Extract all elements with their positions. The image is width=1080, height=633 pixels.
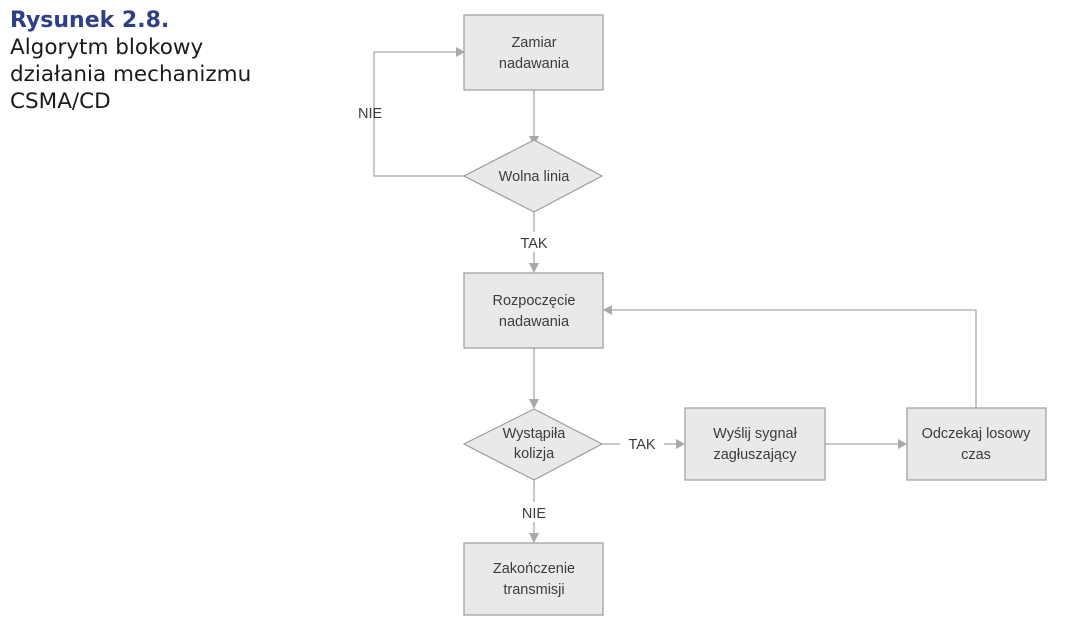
arrowhead-rozpoczecie-loop xyxy=(603,305,612,315)
node-kolizja: Wystąpiła kolizja xyxy=(462,408,604,481)
edge-label-kolizja-tak: TAK xyxy=(628,437,655,453)
node-sygnal-line1: Wyślij sygnał xyxy=(713,426,797,442)
node-sygnal: Wyślij sygnał zagłuszający xyxy=(684,407,826,481)
node-odczekaj-line1: Odczekaj losowy xyxy=(922,426,1032,442)
arrowhead-rozpoczecie xyxy=(529,263,539,273)
node-wolna-shape xyxy=(462,139,604,213)
node-zamiar-line1: Zamiar xyxy=(511,35,556,51)
node-odczekaj-line2: czas xyxy=(961,447,991,463)
node-wolna-line1: Wolna linia xyxy=(499,169,571,185)
figure-number: Rysunek 2.8. xyxy=(10,8,170,33)
node-zamiar: Zamiar nadawania xyxy=(463,14,604,91)
node-rozpoczecie-line1: Rozpoczęcie xyxy=(492,293,575,309)
arrowhead-odczekaj xyxy=(898,439,907,449)
node-wolna: Wolna linia xyxy=(462,139,604,213)
figure-title: Algorytm blokowy działania mechanizmu CS… xyxy=(10,35,252,114)
node-zakonczenie: Zakończenie transmisji xyxy=(463,542,604,616)
edge-odczekaj-loop xyxy=(611,309,977,408)
node-rozpoczecie: Rozpoczęcie nadawania xyxy=(463,272,604,349)
connectors xyxy=(373,47,977,543)
edge-label-kolizja-nie: NIE xyxy=(522,506,547,522)
node-zakonczenie-line2: transmisji xyxy=(503,582,564,598)
arrowhead-zamiar xyxy=(456,47,465,57)
node-zakonczenie-shape xyxy=(463,542,604,616)
node-sygnal-shape xyxy=(684,407,826,481)
edge-wolna-nie-loop xyxy=(373,51,464,177)
edge-label-wolna-nie: NIE xyxy=(358,106,383,122)
node-odczekaj-shape xyxy=(906,407,1047,481)
node-rozpoczecie-line2: nadawania xyxy=(499,314,570,330)
arrowhead-zakonczenie xyxy=(529,533,539,543)
edge-label-wolna-tak: TAK xyxy=(520,236,547,252)
node-kolizja-line1: Wystąpiła xyxy=(503,426,567,442)
node-kolizja-line2: kolizja xyxy=(514,446,555,462)
node-odczekaj: Odczekaj losowy czas xyxy=(906,407,1047,481)
node-zamiar-line2: nadawania xyxy=(499,56,570,72)
figure-caption: Rysunek 2.8. Algorytm blokowy działania … xyxy=(10,8,310,115)
node-zamiar-shape xyxy=(463,14,604,91)
node-zakonczenie-line1: Zakończenie xyxy=(493,561,575,577)
arrowhead-kolizja xyxy=(529,399,539,409)
node-sygnal-line2: zagłuszający xyxy=(713,447,797,463)
arrowhead-sygnal xyxy=(676,439,685,449)
node-rozpoczecie-shape xyxy=(463,272,604,349)
node-kolizja-shape xyxy=(462,408,604,481)
